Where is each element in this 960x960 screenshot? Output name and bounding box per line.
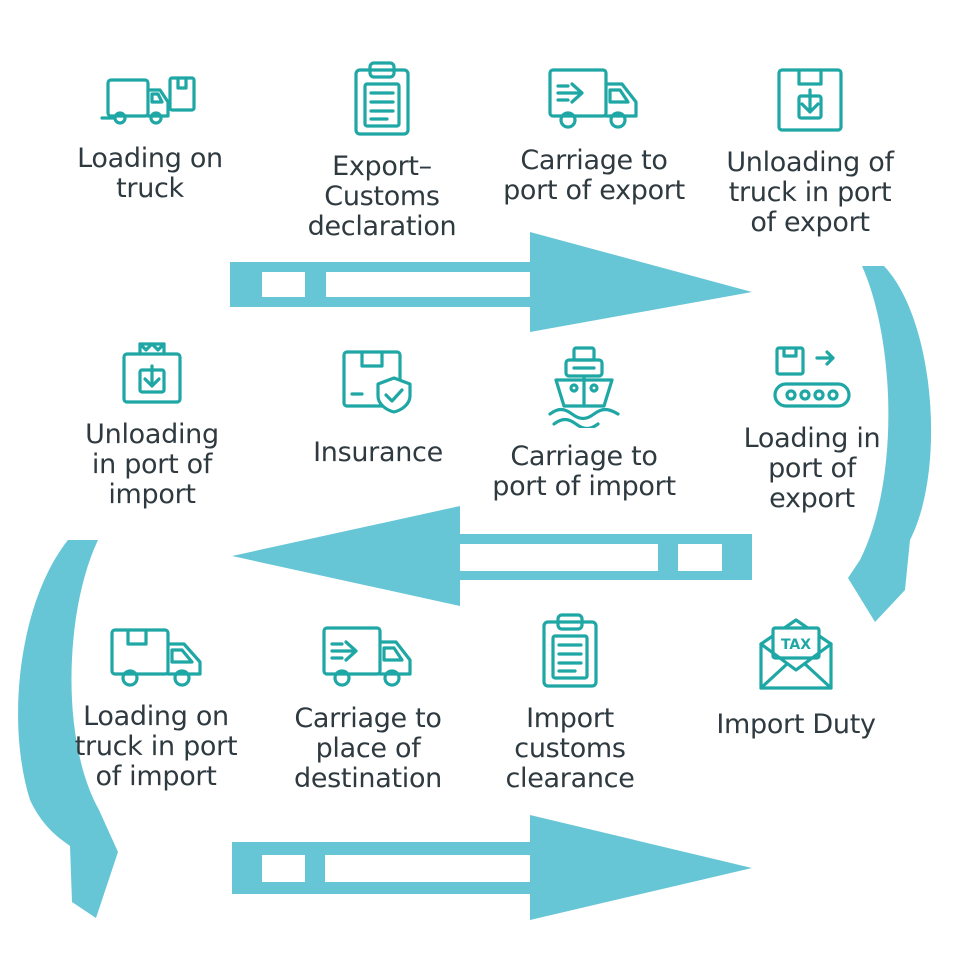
insured-box-icon bbox=[342, 350, 412, 414]
delivery-truck-icon bbox=[322, 626, 412, 687]
flow-arrow-right-top bbox=[230, 232, 752, 332]
step-insurance: Insurance bbox=[268, 348, 488, 468]
flow-curve-right bbox=[848, 266, 932, 622]
conveyor-icon bbox=[773, 346, 851, 408]
step-label: Import Duty bbox=[716, 709, 876, 740]
box-down-icon bbox=[122, 342, 182, 404]
clipboard-icon bbox=[354, 61, 410, 136]
clipboard-icon bbox=[542, 613, 598, 688]
flow-arrow-left-middle bbox=[232, 506, 752, 606]
delivery-truck-icon bbox=[548, 68, 638, 129]
ship-icon bbox=[548, 346, 620, 428]
box-down-icon bbox=[777, 68, 843, 132]
tax-envelope-icon: TAX bbox=[759, 618, 833, 690]
truck-icon bbox=[110, 628, 202, 687]
tax-text: TAX bbox=[781, 637, 811, 653]
step-label: Insurance bbox=[313, 437, 443, 468]
flow-curve-left bbox=[18, 540, 119, 918]
flow-arrow-right-bottom bbox=[232, 815, 752, 920]
truck-box-icon bbox=[100, 76, 196, 125]
step-import-duty: TAX Import Duty bbox=[686, 616, 906, 740]
